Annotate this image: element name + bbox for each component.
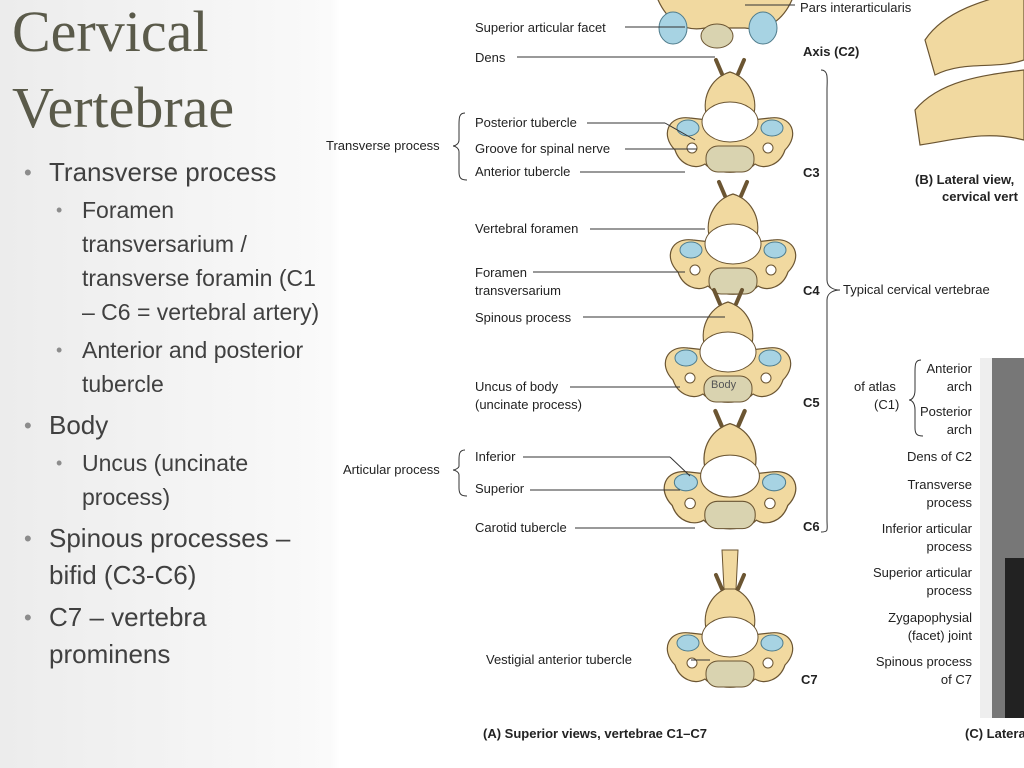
- label-posterior-tubercle: Posterior tubercle: [475, 115, 577, 130]
- label-foramen-2: transversarium: [475, 283, 561, 298]
- label-body: Body: [711, 379, 737, 391]
- label-spinous-c7-2: of C7: [940, 672, 972, 687]
- label-typical-cervical: Typical cervical vertebrae: [843, 282, 990, 297]
- label-zygapophysial-1: Zygapophysial: [888, 610, 972, 625]
- caption-b-line-1: (B) Lateral view,: [915, 172, 1015, 187]
- title-line-2: Vertebrae: [12, 75, 235, 140]
- label-articular-process: Articular process: [343, 462, 440, 477]
- label-dens: Dens: [475, 50, 506, 65]
- label-superior-articular-1: Superior articular: [873, 565, 972, 580]
- label-of-atlas-2: (C1): [874, 397, 900, 412]
- title-line-1: Cervical: [12, 0, 209, 64]
- label-pars-interarticularis: Pars interarticularis: [800, 0, 912, 15]
- vertebrae-illustration: [452, 0, 1024, 718]
- leader-lines: [452, 4, 924, 661]
- c4-vertebra: [668, 180, 798, 297]
- label-posterior-arch-1: Posterior: [919, 404, 972, 419]
- label-anterior-arch-2: arch: [946, 379, 972, 394]
- sub-bullet-list: Foramen transversarium / transverse fora…: [49, 193, 324, 401]
- c3-vertebra: [665, 58, 795, 175]
- lateral-radiograph-c: [980, 358, 1024, 718]
- label-of-atlas-1: of atlas: [854, 379, 896, 394]
- bullet-text: Transverse process: [49, 157, 277, 187]
- sub-bullet-foramen: Foramen transversarium / transverse fora…: [49, 193, 324, 329]
- sub-bullet-tubercle: Anterior and posterior tubercle: [49, 333, 324, 401]
- label-transverse-c-1: Transverse: [907, 477, 972, 492]
- label-superior: Superior: [475, 481, 525, 496]
- label-anterior-arch-1: Anterior: [926, 361, 972, 376]
- label-posterior-arch-2: arch: [946, 422, 972, 437]
- label-spinous-process: Spinous process: [475, 310, 572, 325]
- caption-a: (A) Superior views, vertebrae C1–C7: [483, 726, 707, 741]
- label-vestigial-anterior-tubercle: Vestigial anterior tubercle: [486, 652, 632, 667]
- label-inferior-articular-1: Inferior articular: [881, 521, 972, 536]
- c7-vertebra: [665, 549, 795, 690]
- label-transverse-process: Transverse process: [326, 138, 440, 153]
- label-c6: C6: [803, 519, 820, 534]
- bullet-body: Body Uncus (uncinate process): [24, 407, 324, 514]
- vertebrae-figure: Pars interarticularis Superior articular…: [325, 0, 1024, 768]
- slide-title: Cervical Vertebrae: [12, 0, 234, 146]
- label-superior-articular-facet: Superior articular facet: [475, 20, 606, 35]
- bullet-text: C7 – vertebra prominens: [49, 602, 207, 669]
- label-zygapophysial-2: (facet) joint: [907, 628, 972, 643]
- label-spinous-c7-1: Spinous process: [875, 654, 972, 669]
- lateral-view-b: [914, 0, 1024, 146]
- bullet-transverse-process: Transverse process Foramen transversariu…: [24, 154, 324, 401]
- sub-bullet-uncus: Uncus (uncinate process): [49, 446, 324, 514]
- label-c5: C5: [803, 395, 820, 410]
- bullet-list: Transverse process Foramen transversariu…: [24, 154, 324, 678]
- label-c3: C3: [803, 165, 820, 180]
- label-superior-articular-2: process: [926, 583, 972, 598]
- label-transverse-c-2: process: [926, 495, 972, 510]
- bullet-text: Body: [49, 410, 109, 440]
- label-axis-c2: Axis (C2): [803, 44, 860, 59]
- sub-bullet-list: Uncus (uncinate process): [49, 446, 324, 514]
- label-inferior-articular-2: process: [926, 539, 972, 554]
- caption-c: (C) Latera: [965, 726, 1024, 741]
- bullet-spinous: Spinous processes – bifid (C3-C6): [24, 520, 324, 594]
- label-c7: C7: [801, 672, 818, 687]
- label-groove-spinal-nerve: Groove for spinal nerve: [475, 141, 611, 156]
- bullet-c7: C7 – vertebra prominens: [24, 599, 324, 673]
- label-inferior: Inferior: [475, 449, 516, 464]
- label-anterior-tubercle: Anterior tubercle: [475, 164, 571, 179]
- label-carotid-tubercle: Carotid tubercle: [475, 520, 567, 535]
- caption-b-line-2: cervical vert: [942, 189, 1018, 204]
- label-c4: C4: [803, 283, 820, 298]
- label-uncus-2: (uncinate process): [475, 397, 582, 412]
- c2-vertebra: [657, 0, 793, 49]
- label-dens-c2: Dens of C2: [906, 449, 972, 464]
- label-uncus-1: Uncus of body: [475, 379, 559, 394]
- bullet-text: Spinous processes – bifid (C3-C6): [49, 523, 291, 590]
- label-foramen-1: Foramen: [475, 265, 528, 280]
- label-vertebral-foramen: Vertebral foramen: [475, 221, 579, 236]
